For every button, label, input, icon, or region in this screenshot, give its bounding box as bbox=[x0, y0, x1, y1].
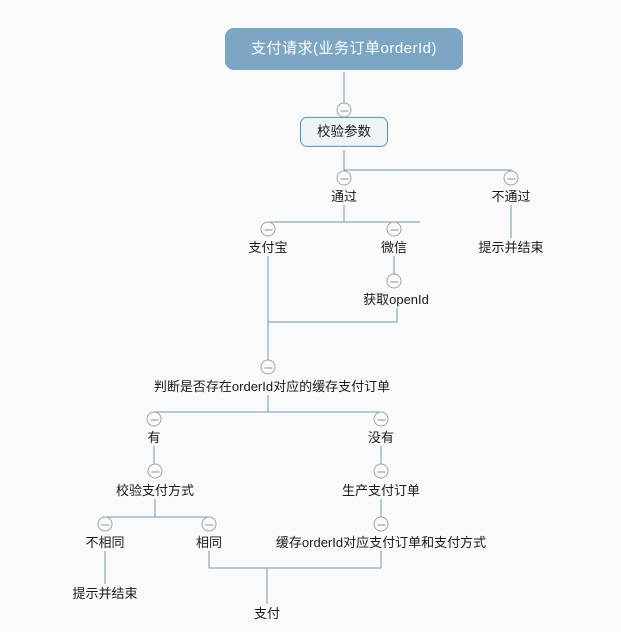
node-pass[interactable]: 通过 bbox=[330, 189, 358, 205]
collapse-minus-icon[interactable] bbox=[146, 411, 162, 427]
node-has[interactable]: 有 bbox=[147, 430, 161, 446]
collapse-minus-icon[interactable] bbox=[373, 516, 389, 532]
node-same[interactable]: 相同 bbox=[195, 535, 223, 551]
node-none[interactable]: 没有 bbox=[367, 430, 395, 446]
node-fail[interactable]: 不通过 bbox=[491, 189, 531, 205]
node-differ[interactable]: 不相同 bbox=[85, 535, 125, 551]
collapse-minus-icon[interactable] bbox=[373, 463, 389, 479]
collapse-minus-icon[interactable] bbox=[373, 411, 389, 427]
node-pay[interactable]: 支付 bbox=[253, 606, 281, 622]
collapse-minus-icon[interactable] bbox=[386, 221, 402, 237]
node-openid[interactable]: 获取openId bbox=[363, 292, 429, 308]
collapse-minus-icon[interactable] bbox=[336, 170, 352, 186]
connector-line bbox=[154, 395, 381, 413]
node-differ-end[interactable]: 提示并结束 bbox=[72, 586, 138, 602]
collapse-minus-icon[interactable] bbox=[147, 463, 163, 479]
collapse-minus-icon[interactable] bbox=[503, 170, 519, 186]
node-root[interactable]: 支付请求(业务订单orderId) bbox=[224, 28, 464, 70]
node-gen-order[interactable]: 生产支付订单 bbox=[341, 483, 421, 499]
collapse-minus-icon[interactable] bbox=[260, 359, 276, 375]
connector-line bbox=[208, 551, 381, 569]
connector-line bbox=[268, 308, 398, 323]
collapse-minus-icon[interactable] bbox=[386, 273, 402, 289]
node-alipay[interactable]: 支付宝 bbox=[248, 240, 288, 256]
node-check-cache[interactable]: 判断是否存在orderId对应的缓存支付订单 bbox=[153, 379, 391, 395]
collapse-minus-icon[interactable] bbox=[97, 516, 113, 532]
node-check-pay[interactable]: 校验支付方式 bbox=[115, 483, 195, 499]
connector-line bbox=[105, 499, 209, 518]
node-wechat[interactable]: 微信 bbox=[380, 240, 408, 256]
node-fail-end[interactable]: 提示并结束 bbox=[478, 240, 544, 256]
collapse-minus-icon[interactable] bbox=[201, 516, 217, 532]
collapse-minus-icon[interactable] bbox=[260, 221, 276, 237]
collapse-minus-icon[interactable] bbox=[336, 102, 352, 118]
node-validate[interactable]: 校验参数 bbox=[300, 116, 388, 148]
connector-line bbox=[344, 169, 512, 171]
node-cache-order[interactable]: 缓存orderId对应支付订单和支付方式 bbox=[275, 535, 487, 551]
